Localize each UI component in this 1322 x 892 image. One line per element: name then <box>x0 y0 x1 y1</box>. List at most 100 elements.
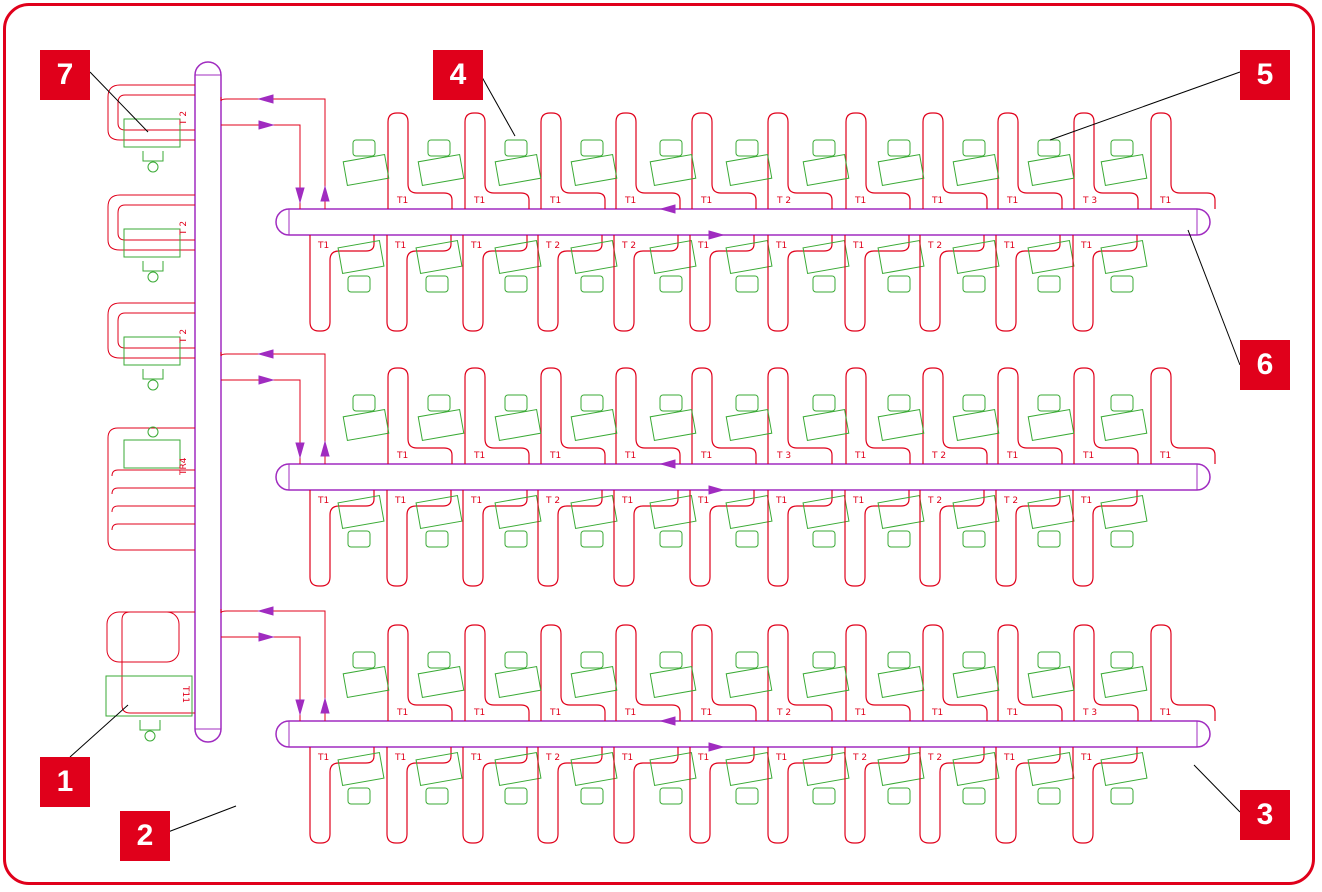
workstation <box>342 651 390 699</box>
workstation <box>494 651 542 699</box>
desk-icon <box>952 494 1000 530</box>
loop-label-bottom: T1 <box>470 496 482 506</box>
workstation <box>494 139 542 187</box>
desk-icon <box>570 751 618 787</box>
desk-icon <box>123 439 181 469</box>
chair-icon <box>580 787 604 805</box>
chair-icon <box>504 139 528 157</box>
chair-icon <box>1037 651 1061 669</box>
heating-loop <box>613 490 679 587</box>
workstation <box>417 394 465 442</box>
desk-icon <box>802 494 850 530</box>
desk-icon <box>342 665 390 699</box>
workstation <box>802 139 850 187</box>
loop-label-bottom: T1 <box>1080 241 1092 251</box>
heating-loop <box>537 490 603 587</box>
desk-icon <box>1100 751 1148 787</box>
workstation <box>417 651 465 699</box>
desk-icon <box>952 751 1000 787</box>
chair-icon <box>735 275 759 293</box>
return-line <box>220 609 326 721</box>
row-manifold <box>275 720 1211 748</box>
loop-label-top: T1 <box>624 451 636 461</box>
chair-icon <box>142 369 164 380</box>
desk-icon <box>1100 665 1148 699</box>
flow-arrow <box>320 440 330 457</box>
chair-icon <box>1110 275 1134 293</box>
heating-loop <box>844 235 910 332</box>
desk-icon <box>802 751 850 787</box>
desk-icon <box>337 239 385 275</box>
loop-label-top: T1 <box>700 451 712 461</box>
workstation <box>415 239 463 293</box>
loop-label-left: T 2 <box>179 111 189 126</box>
desk-icon <box>725 239 773 275</box>
workstation <box>342 394 390 442</box>
chair-icon <box>1037 787 1061 805</box>
desk-icon <box>494 153 542 187</box>
heating-loop <box>111 487 195 495</box>
callout-leader <box>167 805 237 833</box>
desk-icon <box>494 665 542 699</box>
chair-icon <box>659 139 683 157</box>
workstation <box>802 494 850 548</box>
loop-label-top: T1 <box>931 708 943 718</box>
heating-loop <box>111 505 195 513</box>
loop-label-bottom: T1 <box>470 241 482 251</box>
flow-arrow <box>257 94 274 104</box>
heating-loop <box>1073 624 1139 721</box>
workstation <box>570 651 618 699</box>
chair-icon <box>427 651 451 669</box>
workstation <box>1100 394 1148 442</box>
loop-label-top: T1 <box>854 196 866 206</box>
heating-loop <box>464 367 530 464</box>
chair-icon <box>659 530 683 548</box>
heating-loop <box>845 367 911 464</box>
workstation <box>952 651 1000 699</box>
desk-icon <box>649 665 697 699</box>
desk-icon <box>105 675 193 717</box>
heating-loop <box>767 747 833 844</box>
desk-icon <box>494 494 542 530</box>
workstation <box>415 494 463 548</box>
loop-label-left: T 2 <box>179 329 189 344</box>
workstation <box>342 139 390 187</box>
desk-icon <box>570 665 618 699</box>
loop-label-top: T1 <box>1159 708 1171 718</box>
desk-icon <box>570 239 618 275</box>
heating-loop <box>464 112 530 209</box>
loop-label-left: T11 <box>180 685 190 703</box>
flow-arrow <box>258 120 275 130</box>
heating-loop <box>922 112 988 209</box>
workstation <box>1100 239 1148 293</box>
desk-icon <box>1027 665 1075 699</box>
chair-icon <box>659 275 683 293</box>
heating-loop <box>462 490 528 587</box>
loop-label-bottom: T 2 <box>927 753 942 763</box>
workstation <box>337 494 385 548</box>
callout-6: 6 <box>1240 340 1290 390</box>
loop-label-bottom: T1 <box>852 496 864 506</box>
loop-label-bottom: T 2 <box>545 496 560 506</box>
chair-icon <box>352 394 376 412</box>
heating-loop <box>997 367 1063 464</box>
chair-icon <box>142 261 164 272</box>
loop-label-top: T1 <box>1006 708 1018 718</box>
heating-loop <box>689 490 755 587</box>
workstation <box>494 494 542 548</box>
workstation <box>877 394 925 442</box>
workstation <box>725 139 773 187</box>
desk-icon <box>337 494 385 530</box>
workstation <box>415 751 463 805</box>
chair-icon <box>580 394 604 412</box>
desk-icon <box>342 408 390 442</box>
chair-icon <box>1037 275 1061 293</box>
desk-icon <box>725 665 773 699</box>
chair-icon <box>962 787 986 805</box>
chair-icon <box>427 394 451 412</box>
loop-label-bottom: T1 <box>317 241 329 251</box>
chair-icon <box>735 530 759 548</box>
flow-arrow <box>258 632 275 642</box>
chair-icon <box>812 530 836 548</box>
loop-label-top: T1 <box>473 708 485 718</box>
